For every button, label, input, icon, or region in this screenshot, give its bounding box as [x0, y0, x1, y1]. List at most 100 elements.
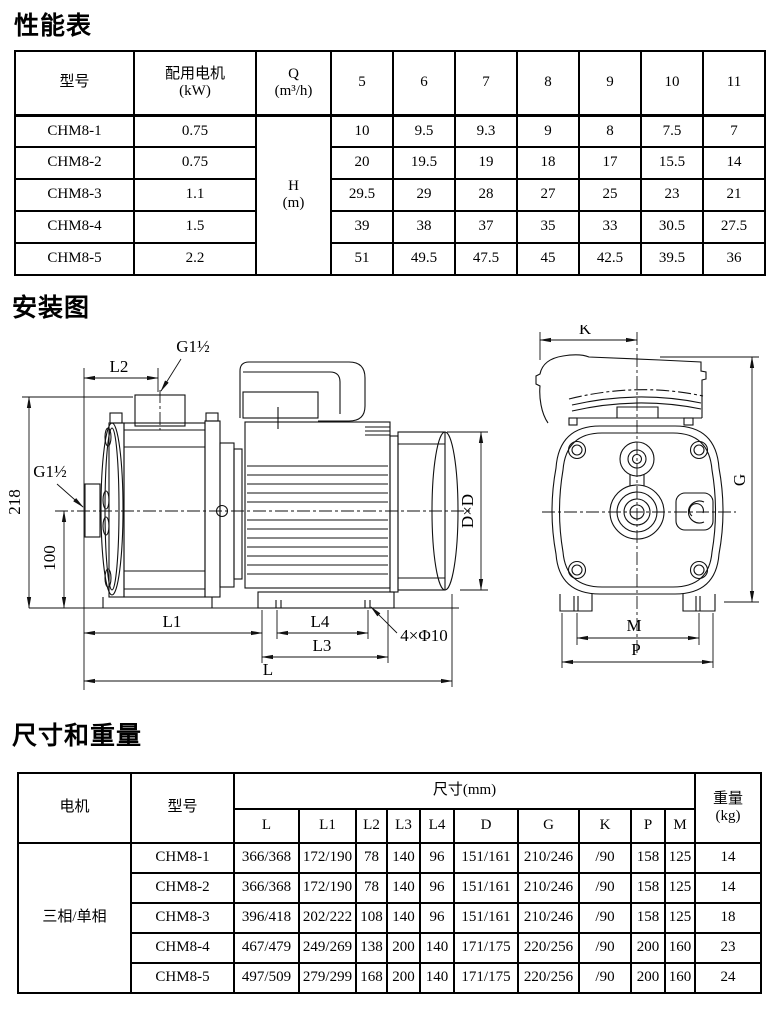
- model-cell: CHM8-5: [130, 962, 235, 994]
- dim-row: 三相/单相 CHM8-1 366/368 172/190 78 140 96 1…: [17, 842, 763, 994]
- col-header-size: 尺寸(mm): [232, 772, 697, 810]
- value-cell: 151/161: [453, 902, 519, 934]
- value-cell: 160: [663, 932, 697, 964]
- value-cell: 366/368: [233, 842, 300, 874]
- head-cell: 19.5: [392, 146, 456, 180]
- head-cell: 18: [516, 146, 580, 180]
- head-cell: 7: [702, 114, 766, 148]
- value-cell: 396/418: [233, 902, 300, 934]
- value-cell: /90: [578, 932, 632, 964]
- head-cell: 8: [578, 114, 642, 148]
- dimensions-section-title: 尺寸和重量: [12, 722, 143, 750]
- head-cell: 30.5: [640, 210, 704, 244]
- value-cell: 172/190: [298, 842, 357, 874]
- value-cell: /90: [578, 962, 632, 994]
- weight-cell: 14: [694, 872, 763, 904]
- value-cell: 467/479: [233, 932, 300, 964]
- value-cell: 172/190: [298, 872, 357, 904]
- value-cell: 200: [630, 962, 666, 994]
- col-header-flow: 9: [578, 50, 642, 117]
- head-cell: 14: [702, 146, 766, 180]
- value-cell: /90: [578, 902, 632, 934]
- value-cell: 210/246: [517, 902, 580, 934]
- motor-header-line1: 配用电机: [164, 65, 225, 82]
- dim-col-header: L1: [298, 808, 357, 844]
- dim-col-header: L4: [419, 808, 455, 844]
- value-cell: 96: [419, 902, 455, 934]
- col-header-model: 型号: [130, 772, 235, 844]
- head-cell: 7.5: [640, 114, 704, 148]
- weight-cell: 14: [694, 842, 763, 874]
- dim-label-m: M: [626, 616, 641, 635]
- head-cell: 36: [702, 242, 766, 276]
- value-cell: 200: [630, 932, 666, 964]
- value-cell: /90: [578, 872, 632, 904]
- perf-row: CHM8-5 2.2 51 49.5 47.5 45 42.5 39.5 36: [14, 242, 766, 276]
- perf-header-row: 型号 配用电机 (kW) Q (m³/h) 5 6 7 8 9 10 11: [14, 50, 766, 117]
- performance-section-title: 性能表: [14, 12, 93, 40]
- motor-header-line2: (kW): [179, 82, 211, 99]
- dim-row: CHM8-4 467/479 249/269 138 200 140 171/1…: [18, 932, 763, 964]
- value-cell: 140: [419, 932, 455, 964]
- dim-label-l2: L2: [110, 357, 129, 376]
- value-cell: 151/161: [453, 872, 519, 904]
- perf-row: CHM8-2 0.75 20 19.5 19 18 17 15.5 14: [14, 146, 766, 180]
- installation-diagram: L2 G1½ G1½ 218 100 D×D L1 L4 4×Φ10 L3 L: [5, 325, 759, 690]
- dim-label-g-left: G1½: [33, 462, 67, 481]
- col-header-flow: 10: [640, 50, 704, 117]
- value-cell: 78: [355, 842, 388, 874]
- weight-header-line1: 重量: [713, 790, 744, 807]
- col-header-flow: 6: [392, 50, 456, 117]
- value-cell: 249/269: [298, 932, 357, 964]
- dim-label-k: K: [579, 325, 592, 338]
- dim-label-l3: L3: [313, 636, 332, 655]
- value-cell: 96: [419, 842, 455, 874]
- model-cell: CHM8-2: [130, 872, 235, 904]
- col-header-flow: 11: [702, 50, 766, 117]
- value-cell: 279/299: [298, 962, 357, 994]
- dim-label-g: G: [730, 474, 749, 486]
- dim-col-header: L2: [355, 808, 388, 844]
- head-cell: 39.5: [640, 242, 704, 276]
- dim-label-l1: L1: [163, 612, 182, 631]
- power-cell: 2.2: [133, 242, 257, 276]
- dim-label-p: P: [631, 640, 640, 659]
- head-cell: 25: [578, 178, 642, 212]
- power-cell: 1.5: [133, 210, 257, 244]
- model-cell: CHM8-5: [14, 242, 135, 276]
- model-cell: CHM8-3: [130, 902, 235, 934]
- dim-label-l: L: [263, 660, 273, 679]
- dim-row: CHM8-3 396/418 202/222 108 140 96 151/16…: [18, 902, 763, 934]
- value-cell: 140: [419, 962, 455, 994]
- head-cell: 35: [516, 210, 580, 244]
- q-header-line2: (m³/h): [274, 82, 313, 99]
- pump-front-view: [535, 354, 724, 612]
- weight-cell: 23: [694, 932, 763, 964]
- dim-col-header: G: [517, 808, 580, 844]
- value-cell: 220/256: [517, 962, 580, 994]
- dim-col-header: K: [578, 808, 632, 844]
- head-cell: 38: [392, 210, 456, 244]
- dim-header-row: 电机 型号 尺寸(mm) 重量 (kg): [17, 772, 763, 844]
- head-cell: 23: [640, 178, 704, 212]
- model-cell: CHM8-2: [14, 146, 135, 180]
- model-cell: CHM8-4: [14, 210, 135, 244]
- power-cell: 0.75: [133, 146, 257, 180]
- value-cell: 140: [386, 842, 421, 874]
- head-cell: 21: [702, 178, 766, 212]
- head-cell: 15.5: [640, 146, 704, 180]
- head-cell: 9.3: [454, 114, 518, 148]
- dim-row: CHM8-5 497/509 279/299 168 200 140 171/1…: [18, 962, 763, 994]
- dim-label-l4: L4: [311, 612, 330, 631]
- head-cell: 19: [454, 146, 518, 180]
- value-cell: 366/368: [233, 872, 300, 904]
- dim-subheader-row: L L1 L2 L3 L4 D G K P M: [18, 808, 761, 844]
- dim-label-dxd: D×D: [458, 494, 477, 528]
- head-cell: 29.5: [330, 178, 394, 212]
- head-cell: 9.5: [392, 114, 456, 148]
- pump-side-view: [84, 361, 459, 609]
- col-header-q: Q (m³/h): [255, 50, 332, 117]
- performance-table: 型号 配用电机 (kW) Q (m³/h) 5 6 7 8 9 10 11 CH…: [14, 50, 766, 276]
- col-header-motor: 配用电机 (kW): [133, 50, 257, 117]
- value-cell: 158: [630, 902, 666, 934]
